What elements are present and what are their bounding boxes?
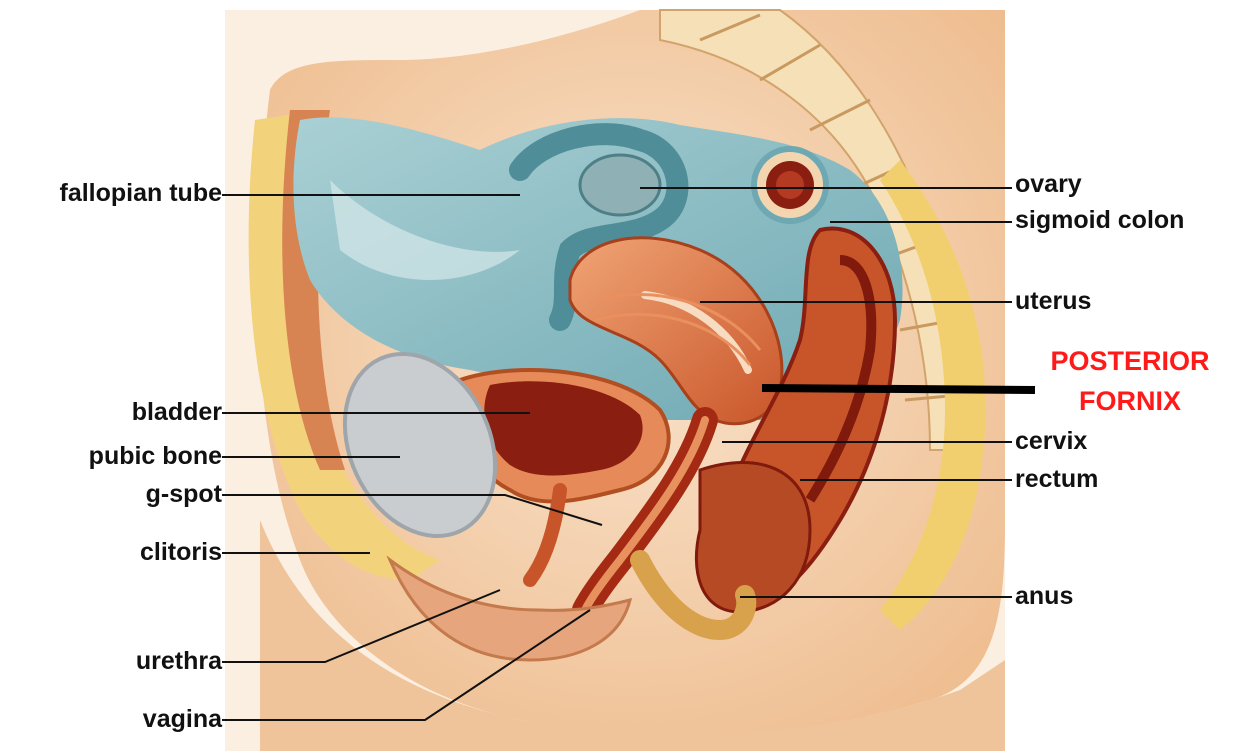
label-rectum: rectum xyxy=(1015,467,1098,492)
label-uterus: uterus xyxy=(1015,289,1091,314)
label-g-spot: g-spot xyxy=(10,482,222,507)
ovary-shape xyxy=(580,155,660,215)
label-pubic-bone: pubic bone xyxy=(10,444,222,469)
label-vagina: vagina xyxy=(10,707,222,732)
label-posterior-fornix-line2: FORNIX xyxy=(1015,388,1245,415)
label-posterior-fornix-line1: POSTERIOR xyxy=(1015,348,1245,375)
posterior-fornix-pointer xyxy=(762,388,1035,390)
label-bladder: bladder xyxy=(10,400,222,425)
label-clitoris: clitoris xyxy=(10,540,222,565)
label-cervix: cervix xyxy=(1015,429,1087,454)
label-urethra: urethra xyxy=(10,649,222,674)
label-anus: anus xyxy=(1015,584,1073,609)
label-fallopian-tube: fallopian tube xyxy=(10,181,222,206)
label-sigmoid-colon: sigmoid colon xyxy=(1015,208,1184,233)
label-ovary: ovary xyxy=(1015,172,1082,197)
